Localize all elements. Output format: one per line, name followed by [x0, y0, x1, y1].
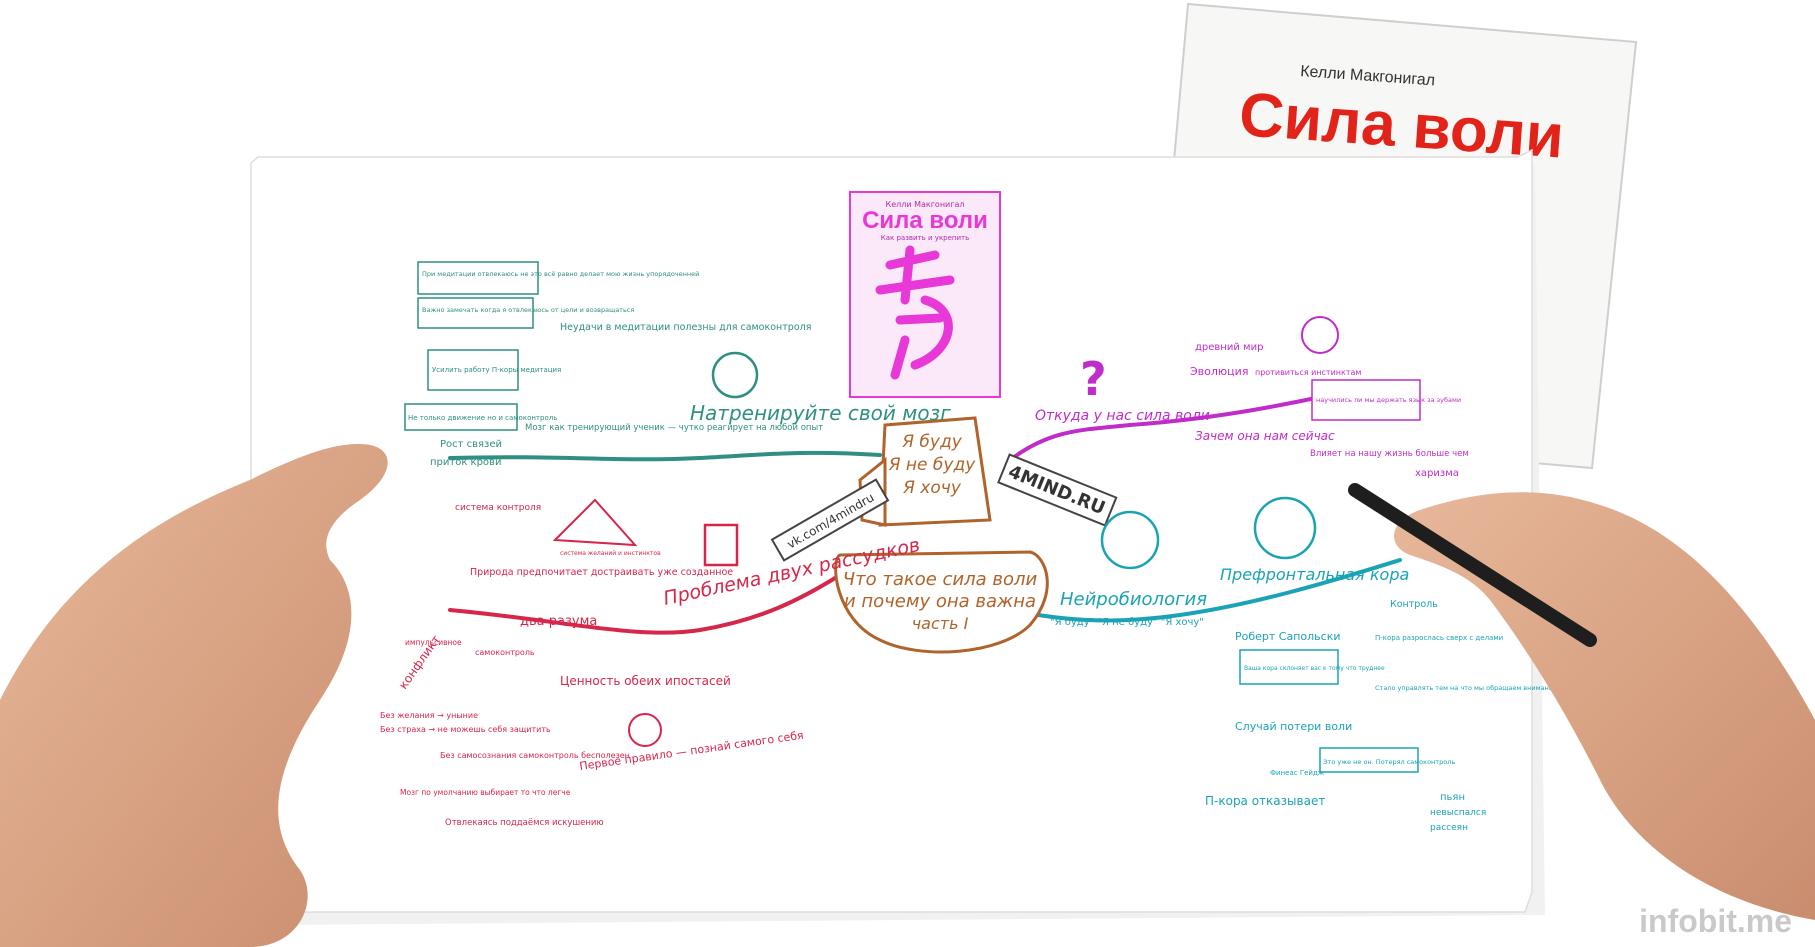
train-item-6: Мозг как тренирующий ученик — чутко реаг…: [525, 423, 823, 433]
center-title-line-3: часть I: [912, 614, 969, 633]
train-item-5: Не только движение но и самоконтроль: [408, 414, 557, 422]
origin-item-1: древний мир: [1195, 342, 1263, 353]
neuro-item-12: невыспался: [1430, 808, 1486, 818]
two-minds-item-3: Природа предпочитает достраивать уже соз…: [470, 567, 733, 578]
train-item-4: Усилить работу П-коры медитация: [432, 366, 561, 374]
watermark: infobit.me: [1639, 903, 1792, 939]
center-title-line-1: Что такое сила воли: [843, 569, 1038, 590]
origin-item-6: Влияет на нашу жизнь больше чем: [1310, 449, 1469, 459]
neuro-item-6: Стало управлять тем на что мы обращаем в…: [1375, 684, 1617, 692]
two-minds-item-6: самоконтроль: [475, 648, 535, 657]
two-minds-item-13: Мозг по умолчанию выбирает то что легче: [400, 788, 571, 797]
center-base: [834, 550, 1049, 654]
two-minds-item-8: Ценность обеих ипостасей: [560, 674, 731, 688]
neuro-label: Нейробиология: [1060, 589, 1207, 610]
left-hand: [0, 444, 388, 947]
origin-item-5: Зачем она нам сейчас: [1195, 429, 1335, 443]
train-item-2: Важно замечать когда я отвлекаюсь от цел…: [422, 306, 634, 314]
neuro-sub: "Я буду" "Я не буду" "Я хочу": [1050, 617, 1204, 628]
lightbulb-icon: [711, 351, 759, 399]
hieroglyph-icon: [875, 245, 955, 380]
neuro-item-3: Роберт Сапольски: [1235, 630, 1341, 643]
book-small-title: Сила воли: [862, 207, 988, 234]
two-minds-item-12: Без самосознания самоконтроль бесполезен: [440, 751, 630, 760]
train-item-8: приток крови: [430, 457, 501, 468]
neuro-item-1: Префронтальная кора: [1220, 565, 1409, 584]
neuro-item-10: П-кора отказывает: [1205, 794, 1325, 808]
book-small-author: Келли Макгонигал: [886, 200, 965, 209]
center-title-line-2: и почему она важна: [844, 591, 1036, 612]
pen-icon: [1348, 483, 1597, 647]
two-minds-item-10: Без страха → не можешь себя защитить: [380, 725, 551, 734]
origin-item-4: научились ли мы держать язык за зубами: [1316, 396, 1461, 404]
train-item-7: Рост связей: [440, 439, 502, 450]
neuro-item-11: пьян: [1440, 792, 1465, 803]
neuro-item-8: Финеас Гейдж: [1270, 769, 1325, 777]
branch-lines: [448, 393, 1402, 635]
spiral-icon: [628, 713, 662, 747]
neuro-item-9: Это уже не он. Потерял самоконтроль: [1323, 758, 1455, 766]
origin-item-7: харизма: [1415, 468, 1459, 479]
train-brain-label-text: Натренируйте свой мозг: [690, 401, 951, 425]
question-icon: ?: [1080, 352, 1107, 406]
book-small-subtitle: Как развить и укрепить: [881, 234, 970, 242]
two-minds-item-4: два разума: [520, 614, 597, 629]
pyramid-icon: [552, 498, 638, 547]
train-brain-label: Натренируйте свой мозг: [690, 401, 951, 425]
branch-origin: ? Откуда у нас сила воли древний мир Эво…: [1035, 316, 1469, 479]
two-minds-item-1: система контроля: [455, 503, 541, 513]
train-item-1: При медитации отвлекаюсь не это всё равн…: [422, 270, 699, 278]
book-cover-small: Келли Макгонигал Сила воли Как развить и…: [849, 191, 1001, 398]
center-box-line-3: Я хочу: [902, 478, 962, 498]
neuro-item-7: Случай потери воли: [1235, 720, 1352, 733]
train-item-3: Неудачи в медитации полезны для самоконт…: [560, 322, 811, 333]
branch-train-brain: Натренируйте свой мозг При медитации отв…: [404, 261, 951, 468]
origin-label: Откуда у нас сила воли: [1035, 408, 1210, 424]
two-minds-item-9: Без желания → уныние: [380, 711, 478, 720]
neuro-item-5: П-кора разрослась сверх с делами: [1375, 634, 1503, 642]
head-icon: [1301, 316, 1339, 354]
two-minds-item-2: система желаний и инстинктов: [560, 550, 661, 557]
center-cluster: Я буду Я не буду Я хочу vk.com/4mindru 4…: [770, 416, 1118, 654]
prefrontal-icon: [1253, 496, 1317, 560]
paper-sheet: [250, 148, 1545, 925]
origin-item-2: Эволюция: [1190, 365, 1248, 378]
two-minds-item-14: Отвлекаясь поддаёмся искушению: [445, 818, 604, 828]
center-box-line-2: Я не буду: [888, 455, 976, 475]
origin-item-3: противиться инстинктам: [1255, 368, 1361, 377]
branch-neuro: Нейробиология "Я буду" "Я не буду" "Я хо…: [1050, 496, 1617, 833]
neuro-item-2: Контроль: [1390, 599, 1438, 610]
neuro-item-4: Ваша кора склоняет вас к тому что трудне…: [1244, 665, 1385, 672]
center-box-line-1: Я буду: [901, 432, 963, 452]
neuro-item-13: рассеян: [1430, 823, 1468, 833]
brain-head-icon: [1100, 510, 1160, 570]
two-minds-item-5: импульсивное: [405, 638, 462, 647]
right-hand: [1348, 483, 1815, 920]
door-icon: [703, 523, 739, 567]
